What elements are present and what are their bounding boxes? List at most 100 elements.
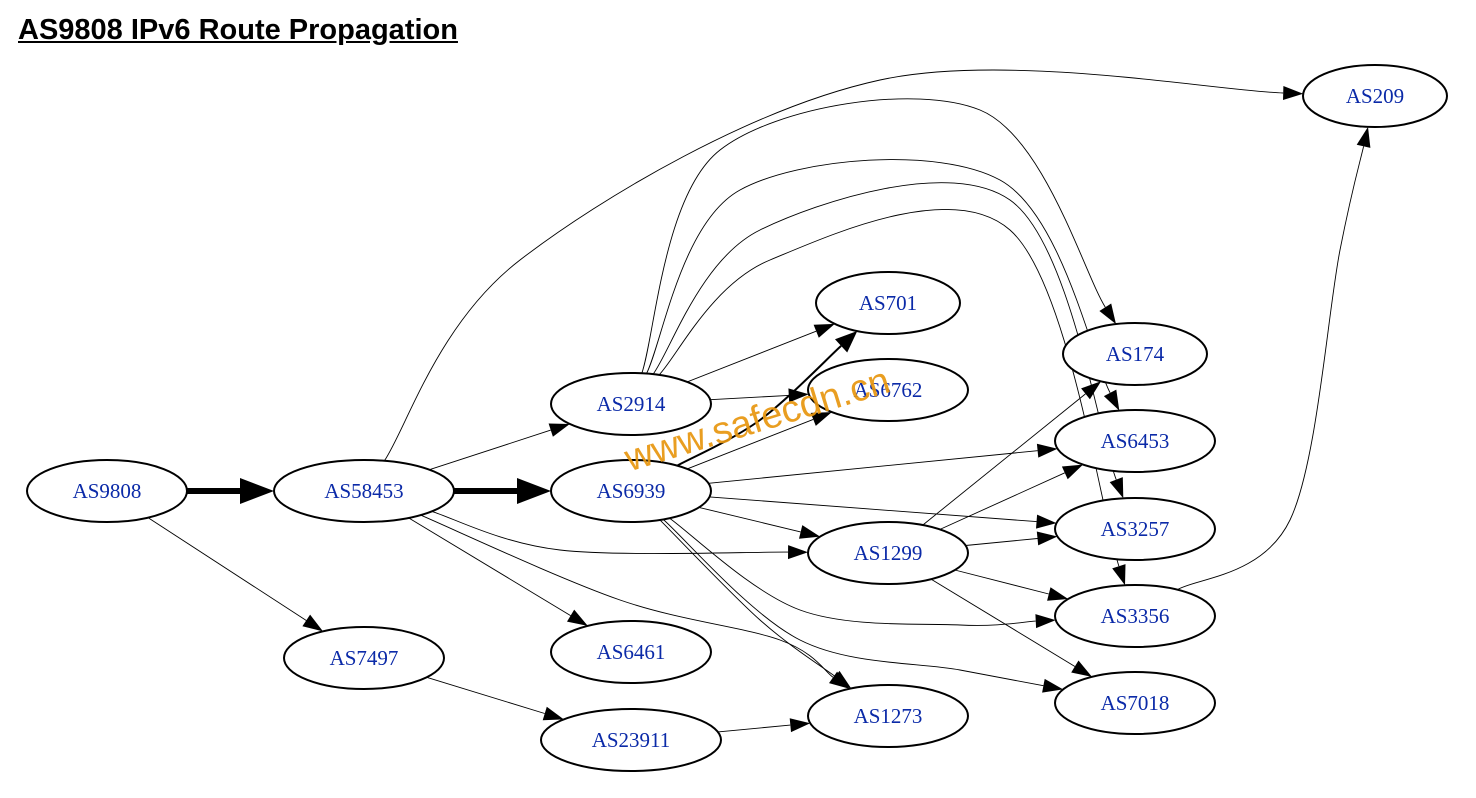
edge-as58453-to-as1299 [431,510,808,560]
edge-arrowhead [1356,126,1371,148]
node-ellipse [815,271,961,335]
edge-arrowhead [788,388,809,403]
edge-as2914-to-as174 [641,98,1116,374]
edge-as1299-to-as174 [922,381,1102,526]
edge-line [431,510,789,554]
edge-line [717,724,791,733]
edge-as2914-to-as3257 [652,182,1124,499]
edge-as6939-to-as6762 [687,412,832,470]
node-as3257: AS3257 [1054,497,1216,561]
node-as209: AS209 [1302,64,1448,128]
edge-as2914-to-as701 [687,323,835,383]
edge-arrowhead [831,670,852,689]
node-ellipse [550,372,712,436]
edge-as6939-to-as3356 [669,517,1056,629]
edge-as1299-to-as3356 [954,569,1069,601]
edge-as58453-to-as2914 [429,423,570,471]
edge-line [710,394,789,401]
node-ellipse [1062,322,1208,386]
edge-line [939,472,1065,530]
edge-arrowhead [788,545,808,560]
edge-as9808-to-as7497 [147,517,323,632]
node-as9808: AS9808 [26,459,188,523]
node-label: AS1273 [854,704,923,728]
edge-as2914-to-as6453 [646,159,1120,411]
edge-arrowhead [1042,678,1064,693]
node-ellipse [1054,671,1216,735]
node-label: AS701 [859,291,917,315]
edge-arrowhead [1103,389,1120,411]
node-label: AS6762 [854,378,923,402]
edge-as1299-to-as6453 [939,464,1083,530]
node-as7018: AS7018 [1054,671,1216,735]
edge-arrowhead [567,609,588,626]
node-label: AS7018 [1101,691,1170,715]
edge-as6939-to-as3257 [709,496,1057,529]
edge-as6939-to-as1273 [659,519,852,689]
edge-line [954,569,1049,595]
edge-line [687,330,817,383]
edge-as1299-to-as7018 [930,578,1092,677]
edge-line [426,676,545,714]
node-label: AS6453 [1101,429,1170,453]
node-label: AS6461 [597,640,666,664]
edge-line [708,450,1038,484]
node-label: AS9808 [73,479,142,503]
node-ellipse [1054,409,1216,473]
node-ellipse [550,620,712,684]
node-ellipse [1054,497,1216,561]
node-ellipse [1302,64,1448,128]
edge-arrowhead [1109,477,1124,499]
edge-arrowhead [302,614,323,632]
edge-arrowhead [1036,443,1058,458]
node-as6453: AS6453 [1054,409,1216,473]
edge-as6939-to-as6453 [708,443,1058,484]
node-as2914: AS2914 [550,372,712,436]
page-title: AS9808 IPv6 Route Propagation [18,14,458,46]
edge-as23911-to-as1273 [717,718,811,733]
edge-arrowhead [813,323,835,338]
edge-arrowhead [835,331,858,353]
edge-as6939-to-as1299 [698,506,821,539]
edge-arrowhead [542,706,564,721]
edge-arrowhead [810,412,832,426]
edge-as6939-to-as7018 [662,519,1064,693]
node-as3356: AS3356 [1054,584,1216,648]
edge-line [641,98,1106,374]
edge-arrowhead [799,525,821,539]
edge-line [1177,146,1365,591]
edge-line [687,418,814,470]
node-ellipse [26,459,188,523]
node-label: AS7497 [330,646,399,670]
node-as1299: AS1299 [807,521,969,585]
node-ellipse [807,358,969,422]
edge-line [676,345,842,467]
edge-as1299-to-as3257 [965,531,1058,546]
node-ellipse [807,684,969,748]
edges-layer [147,69,1371,733]
edge-arrowhead [1036,514,1057,529]
node-ellipse [807,521,969,585]
node-label: AS23911 [592,728,671,752]
edge-arrowhead [1036,531,1058,546]
node-as6762: AS6762 [807,358,969,422]
edge-line [669,517,1036,626]
edge-as6939-to-as701 [676,331,858,467]
node-label: AS1299 [854,541,923,565]
node-as6939: AS6939 [550,459,712,523]
node-label: AS2914 [597,392,666,416]
node-label: AS209 [1346,84,1404,108]
edge-line [429,429,551,471]
edge-line [147,517,307,621]
edge-arrowhead [1099,303,1116,325]
node-label: AS174 [1106,342,1165,366]
edge-line [922,393,1086,526]
edge-line [384,69,1284,462]
edge-as7497-to-as23911 [426,676,564,721]
node-label: AS3257 [1101,517,1170,541]
node-as1273: AS1273 [807,684,969,748]
edge-as58453-to-as6939 [454,478,551,504]
edge-arrowhead [517,478,551,504]
